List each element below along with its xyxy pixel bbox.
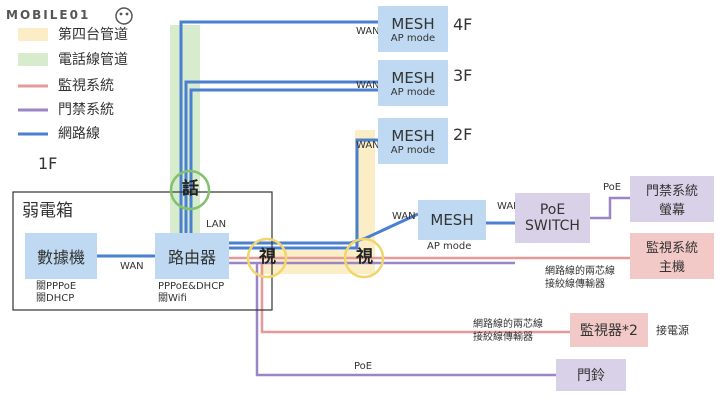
mesh-2f-sub: AP mode bbox=[390, 144, 436, 156]
floor-2f-label: 2F bbox=[453, 125, 473, 144]
poe-switch-box: PoE SWITCH bbox=[515, 193, 590, 243]
cctv-host-line2: 主機 bbox=[658, 260, 685, 275]
edge-label-lan-router: LAN bbox=[206, 219, 227, 230]
poe-switch-line2: SWITCH bbox=[525, 218, 580, 234]
floor-label: 1F bbox=[38, 154, 58, 173]
mesh-4f-sub: AP mode bbox=[390, 32, 436, 44]
weak-electric-box bbox=[12, 191, 273, 311]
floor-4f-label: 4F bbox=[453, 15, 473, 34]
modem-note-dhcp: 關DHCP bbox=[36, 293, 75, 304]
mesh-3f-sub: AP mode bbox=[390, 86, 436, 98]
router-label: 路由器 bbox=[167, 248, 216, 267]
cctv-lines bbox=[229, 256, 630, 334]
legend-swatch-catv bbox=[18, 28, 48, 41]
access-screen-line1: 門禁系統 bbox=[645, 184, 698, 199]
mesh-1f-label: MESH bbox=[430, 211, 474, 229]
edge-label-poe-doorbell: PoE bbox=[354, 361, 373, 372]
edge-label-wan-mesh1-in: WAN bbox=[392, 211, 416, 222]
video-junction-label-1: 視 bbox=[259, 247, 276, 267]
mesh-4f-box: MESH AP mode bbox=[378, 6, 448, 52]
router-note-wifi: 關Wifi bbox=[158, 293, 187, 304]
router-box: 路由器 bbox=[155, 233, 229, 279]
edge-label-poe-screen: PoE bbox=[603, 182, 622, 193]
edge-label-wan-mesh1-out: WAN bbox=[497, 201, 521, 212]
mesh-1f-box: MESH bbox=[418, 200, 486, 240]
camera-label: 監視器*2 bbox=[580, 323, 638, 339]
modem-label: 數據機 bbox=[36, 248, 85, 267]
legend-swatch-phone bbox=[18, 53, 48, 66]
video-junction-label-2: 視 bbox=[356, 247, 373, 267]
legend-label-network: 網路線 bbox=[58, 126, 100, 142]
mesh-4f-label: MESH bbox=[391, 14, 435, 33]
edge-label-wan-4f: WAN bbox=[356, 26, 380, 37]
camera-power-note: 接電源 bbox=[656, 324, 689, 337]
edge-label-wan-2f: WAN bbox=[356, 140, 380, 151]
legend-label-cctv: 監視系統 bbox=[58, 78, 114, 94]
balun-note-2-line1: 網路線的兩芯線 bbox=[473, 319, 543, 330]
modem-box: 數據機 bbox=[25, 233, 97, 279]
camera-box: 監視器*2 bbox=[570, 313, 648, 347]
balun-note-1-line2: 接絞線傳輸器 bbox=[545, 279, 605, 290]
poe-switch-line1: PoE bbox=[539, 202, 566, 218]
edge-label-wan-modem: WAN bbox=[120, 261, 144, 272]
phone-junction-label: 話 bbox=[182, 179, 199, 199]
weak-box-label: 弱電箱 bbox=[22, 201, 73, 221]
legend-label-catv: 第四台管道 bbox=[58, 27, 128, 43]
edge-label-wan-3f: WAN bbox=[356, 80, 380, 91]
doorbell-box: 門鈴 bbox=[556, 359, 626, 391]
mesh-3f-label: MESH bbox=[391, 68, 435, 87]
access-control-lines bbox=[229, 196, 630, 377]
mesh-3f-box: MESH AP mode bbox=[378, 60, 448, 106]
phone-junction-circle bbox=[169, 169, 211, 211]
floor-3f-label: 3F bbox=[453, 66, 473, 85]
balun-note-2-line2: 接絞線傳輸器 bbox=[473, 332, 533, 343]
modem-note-pppoe: 關PPPoE bbox=[36, 281, 77, 292]
video-junction-circle-2 bbox=[343, 237, 385, 279]
logo-icon bbox=[115, 7, 133, 25]
access-screen-box: 門禁系統 螢幕 bbox=[630, 176, 714, 222]
balun-note-1-line1: 網路線的兩芯線 bbox=[545, 266, 615, 277]
router-note-pppoe-dhcp: PPPoE&DHCP bbox=[158, 281, 225, 292]
legend-label-access: 門禁系統 bbox=[58, 102, 114, 118]
doorbell-label: 門鈴 bbox=[577, 368, 605, 384]
site-logo: MOBILE01 bbox=[6, 8, 91, 22]
cctv-host-line1: 監視系統 bbox=[645, 241, 698, 256]
cctv-host-box: 監視系統 主機 bbox=[630, 233, 714, 279]
mesh-2f-label: MESH bbox=[391, 126, 435, 145]
mesh-2f-box: MESH AP mode bbox=[378, 118, 448, 164]
mesh-1f-sub: AP mode bbox=[427, 241, 472, 252]
legend-label-phone: 電話線管道 bbox=[58, 52, 128, 68]
access-screen-line2: 螢幕 bbox=[658, 203, 685, 218]
video-junction-circle-1 bbox=[246, 237, 288, 279]
